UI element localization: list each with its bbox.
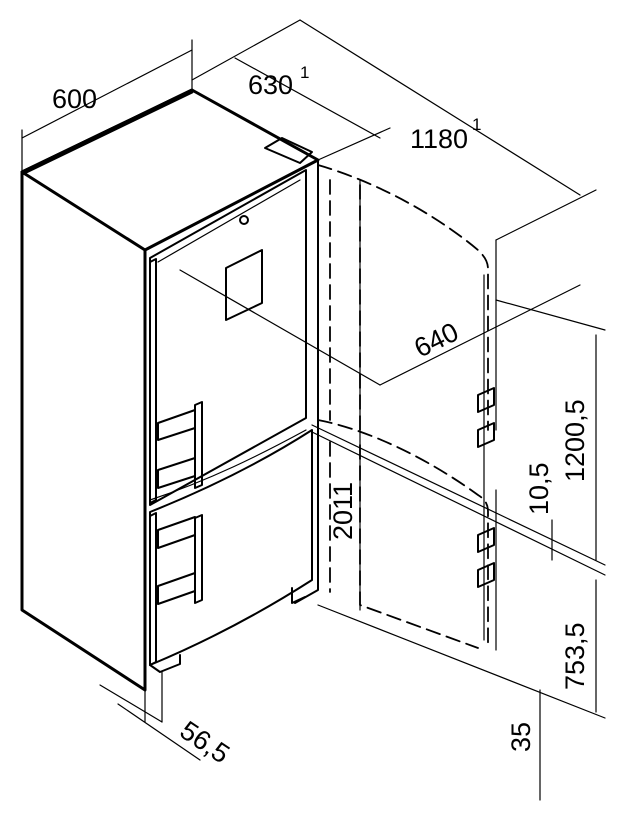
- height-upper-label: 1200,5: [560, 399, 590, 482]
- plinth-label: 35: [506, 722, 536, 752]
- depth-open-label: 1180: [410, 124, 468, 154]
- height-total-label: 2011: [328, 482, 358, 540]
- depth-open-note: 1: [472, 115, 481, 134]
- dimension-lines: [22, 20, 605, 800]
- dimension-labels: 600 630 1 1180 1 640 2011 1200,5 10,5 75…: [52, 63, 590, 769]
- door-swing-label: 640: [409, 317, 463, 364]
- depth-label: 630: [248, 70, 293, 100]
- display-panel: [226, 250, 262, 320]
- lower-door-handle: [195, 515, 202, 603]
- lower-door: [150, 430, 312, 672]
- depth-note: 1: [300, 63, 309, 82]
- gap-label: 10,5: [524, 462, 554, 515]
- side-offset-label: 56,5: [175, 715, 235, 769]
- lock-icon: [240, 216, 248, 224]
- upper-door: [150, 170, 306, 505]
- door-open-outline: [318, 165, 496, 650]
- upper-door-handle: [195, 402, 202, 488]
- height-lower-label: 753,5: [560, 622, 590, 690]
- width-label: 600: [52, 84, 97, 114]
